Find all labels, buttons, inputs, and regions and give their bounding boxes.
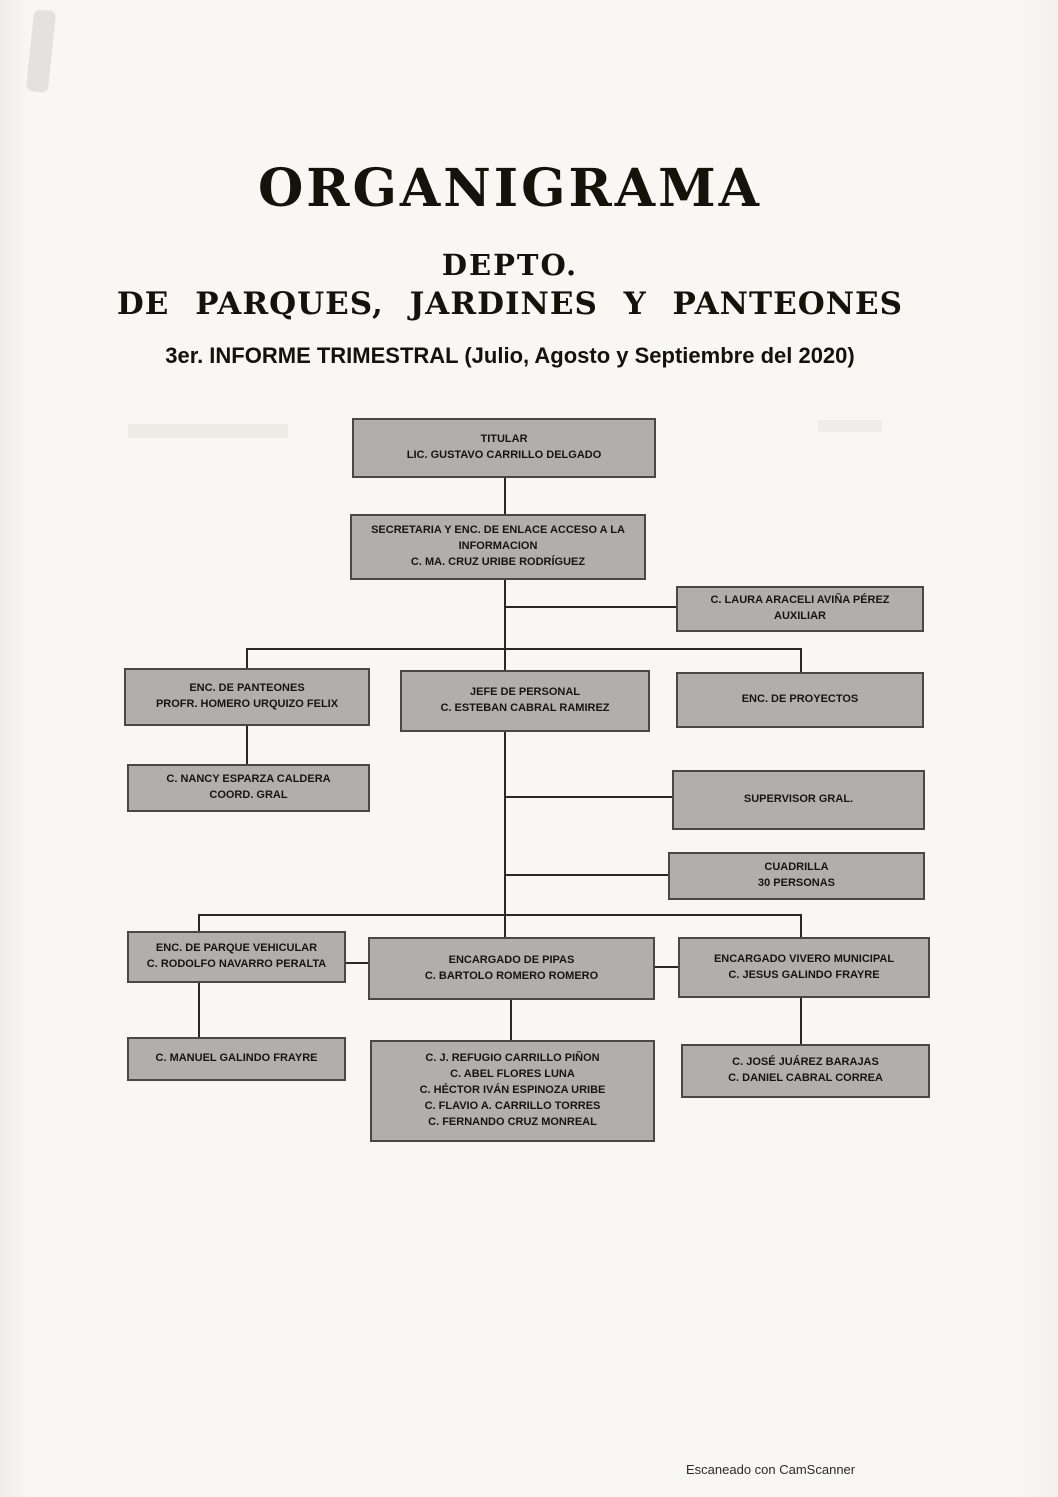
org-node-secretaria: SECRETARIA Y ENC. DE ENLACE ACCESO A LA … [350,514,646,580]
connector-line [246,726,248,764]
org-node-role: ENC. DE PROYECTOS [741,693,859,706]
department-line-2: DE PARQUES, JARDINES Y PANTEONES [116,286,904,322]
connector-line [198,914,802,916]
scan-smudge [818,420,882,432]
page-title: ORGANIGRAMA [258,158,762,219]
org-node-supervisor-gral: SUPERVISOR GRAL. [672,770,925,830]
org-node-role: COORD. GRAL [209,789,288,801]
org-node-person: C. ABEL FLORES LUNA [450,1068,575,1081]
org-node-person: C. RODOLFO NAVARRO PERALTA [146,958,327,970]
department-line-1: DEPTO. [441,248,579,282]
org-node-vivero-staff: C. JOSÉ JUÁREZ BARAJAS C. DANIEL CABRAL … [681,1044,930,1098]
connector-line [504,478,506,514]
org-node-person: C. JESUS GALINDO FRAYRE [728,968,880,981]
org-node-role: ENCARGADO VIVERO MUNICIPAL [713,952,895,965]
connector-line [504,580,506,670]
connector-line [504,606,676,608]
connector-line [800,914,802,937]
org-node-pipas-staff: C. J. REFUGIO CARRILLO PIÑON C. ABEL FLO… [370,1040,655,1142]
org-node-person: C. DANIEL CABRAL CORREA [728,1072,883,1084]
org-node-titular: TITULAR LIC. GUSTAVO CARRILLO DELGADO [352,418,656,478]
org-node-role: SUPERVISOR GRAL. [743,793,854,806]
org-node-jefe-personal: JEFE DE PERSONAL C. ESTEBAN CABRAL RAMIR… [400,670,650,732]
org-node-coord-gral: C. NANCY ESPARZA CALDERA COORD. GRAL [127,764,370,812]
org-node-person: LIC. GUSTAVO CARRILLO DELGADO [406,449,602,461]
org-node-person: C. BARTOLO ROMERO ROMERO [424,969,599,982]
org-node-person: C. ESTEBAN CABRAL RAMIREZ [440,702,610,714]
org-node-role: SECRETARIA Y ENC. DE ENLACE ACCESO A LA … [371,524,625,553]
org-node-person: C. MA. CRUZ URIBE RODRÍGUEZ [410,555,586,568]
connector-line [198,983,200,1037]
org-node-count: 30 PERSONAS [757,877,836,889]
report-subtitle: 3er. INFORME TRIMESTRAL (Julio, Agosto y… [165,343,855,368]
org-node-parque-vehicular: ENC. DE PARQUE VEHICULAR C. RODOLFO NAVA… [127,931,346,983]
connector-line [346,962,368,964]
connector-line [800,998,802,1044]
org-node-enc-pipas: ENCARGADO DE PIPAS C. BARTOLO ROMERO ROM… [368,937,655,1000]
org-node-vivero-municipal: ENCARGADO VIVERO MUNICIPAL C. JESUS GALI… [678,937,930,998]
org-node-person: C. JOSÉ JUÁREZ BARAJAS [732,1056,879,1069]
org-node-role: TITULAR [480,433,528,446]
scan-smudge [128,424,288,438]
org-node-person: C. MANUEL GALINDO FRAYRE [155,1052,318,1065]
org-node-person: C. J. REFUGIO CARRILLO PIÑON [425,1052,600,1065]
org-node-role: ENCARGADO DE PIPAS [448,953,575,966]
org-node-person: C. NANCY ESPARZA CALDERA [166,773,331,786]
connector-line [655,966,678,968]
org-node-person: C. HÉCTOR IVÁN ESPINOZA URIBE [419,1084,606,1097]
org-node-role: ENC. DE PANTEONES [189,682,305,695]
org-node-person: C. FLAVIO A. CARRILLO TORRES [424,1099,601,1112]
org-node-person: C. LAURA ARACELI AVIÑA PÉREZ [710,594,890,607]
org-node-person: PROFR. HOMERO URQUIZO FELIX [155,698,339,710]
org-node-role: ENC. DE PARQUE VEHICULAR [155,942,318,955]
connector-line [246,648,802,650]
org-node-role: AUXILIAR [774,610,826,622]
connector-line [800,648,802,672]
org-node-cuadrilla: CUADRILLA 30 PERSONAS [668,852,925,900]
connector-line [198,914,200,931]
scan-smudge [25,9,57,93]
connector-line [246,648,248,668]
connector-line [505,874,668,876]
org-node-auxiliar: C. LAURA ARACELI AVIÑA PÉREZ AUXILIAR [676,586,924,632]
org-node-role: CUADRILLA [764,861,829,874]
org-node-enc-proyectos: ENC. DE PROYECTOS [676,672,924,728]
org-node-manuel-galindo: C. MANUEL GALINDO FRAYRE [127,1037,346,1081]
org-node-person: C. FERNANDO CRUZ MONREAL [428,1115,597,1128]
org-node-role: JEFE DE PERSONAL [469,686,581,699]
connector-line [510,1000,512,1040]
connector-line [505,796,672,798]
camscanner-watermark: Escaneado con CamScanner [686,1462,856,1477]
connector-line [504,732,506,937]
org-node-enc-panteones: ENC. DE PANTEONES PROFR. HOMERO URQUIZO … [124,668,370,726]
